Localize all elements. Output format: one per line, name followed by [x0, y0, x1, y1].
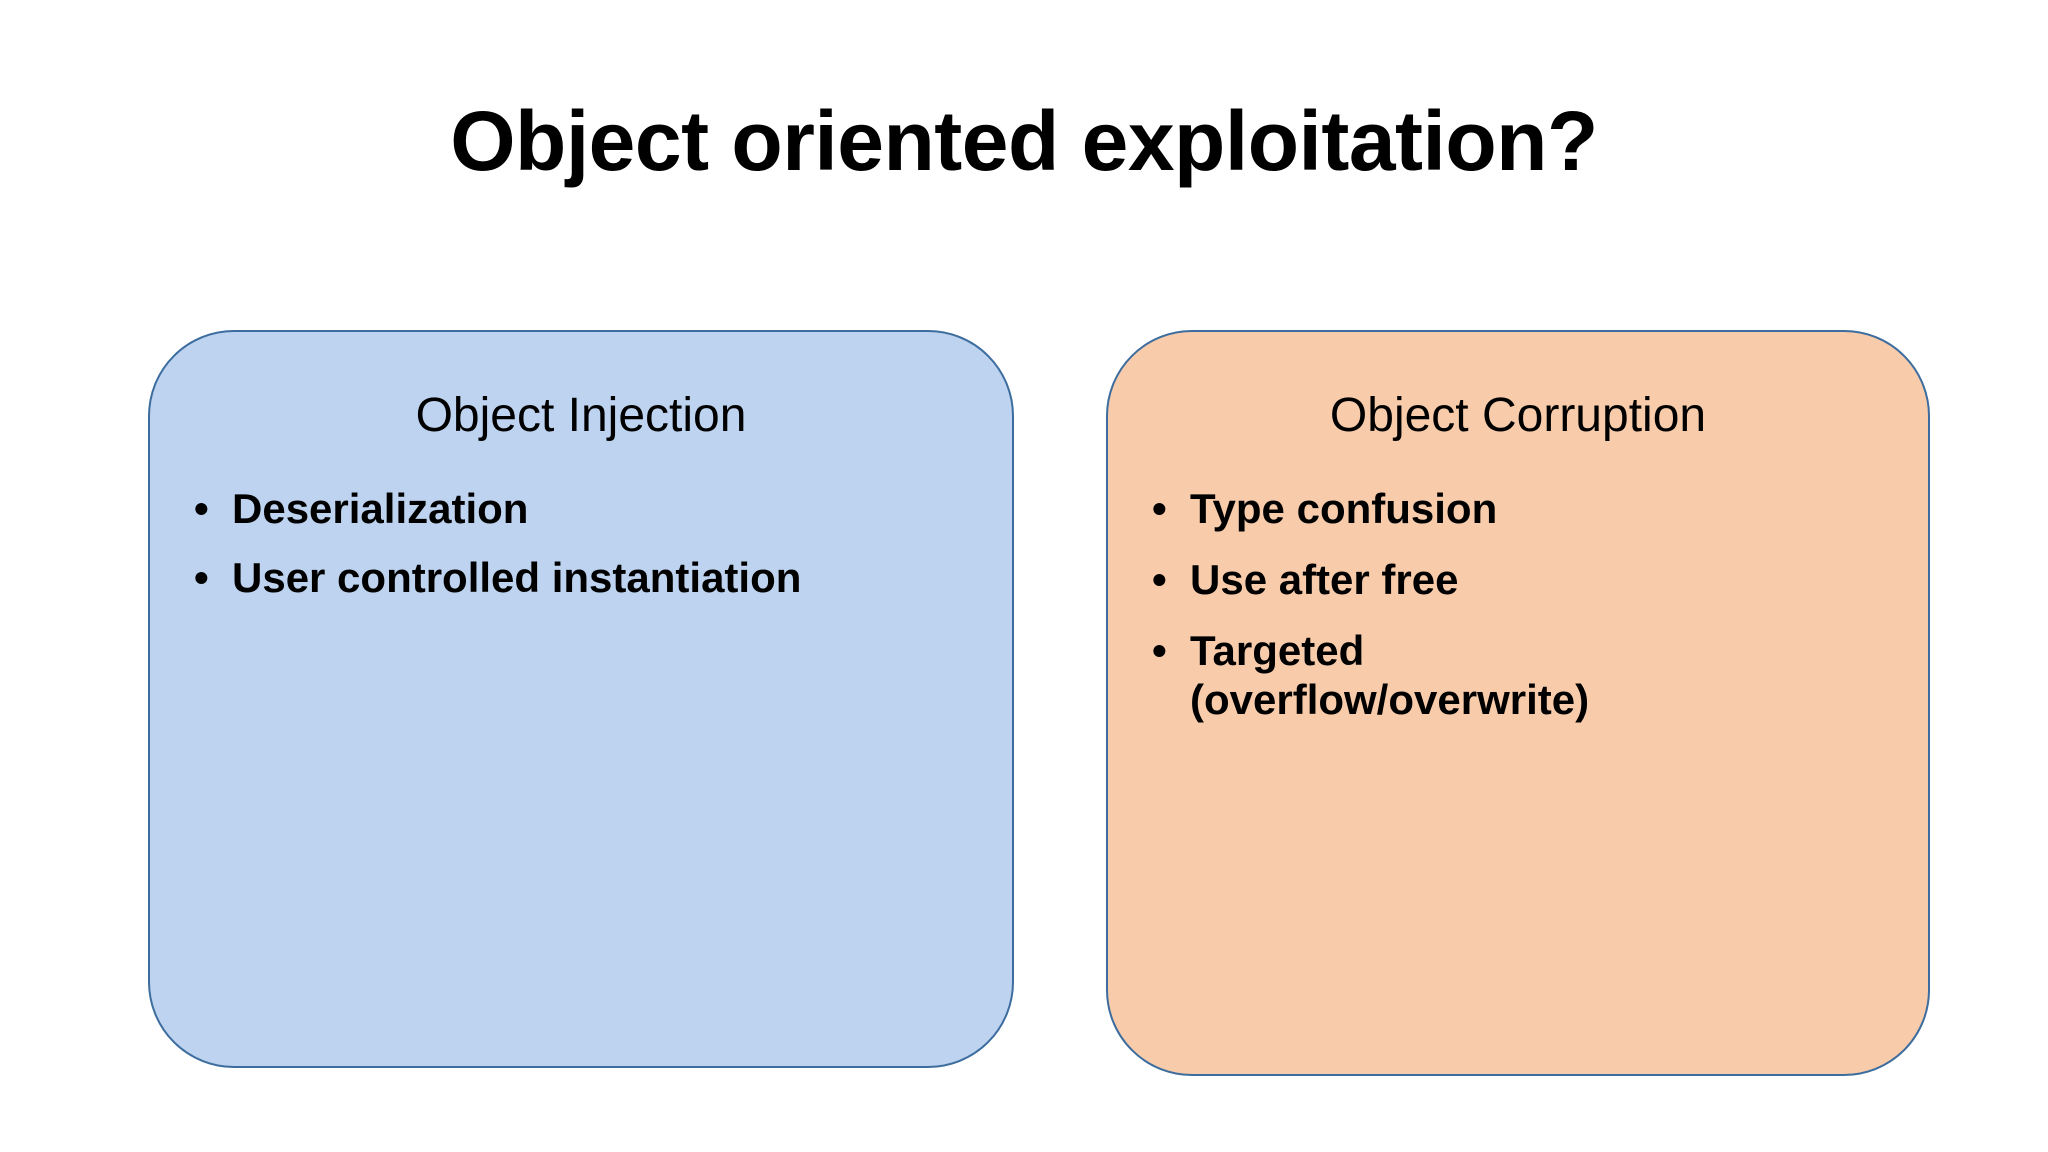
list-item: • Targeted (overflow/overwrite): [1152, 626, 1898, 724]
list-item-label: Targeted (overflow/overwrite): [1190, 627, 1590, 724]
bullet-marker-icon: •: [194, 485, 209, 532]
bullet-marker-icon: •: [1152, 485, 1167, 532]
panel-object-injection[interactable]: Object Injection • Deserialization • Use…: [148, 330, 1014, 1068]
panel-object-injection-header: Object Injection: [415, 389, 747, 442]
list-item: • Type confusion: [1152, 484, 1898, 533]
list-item: • User controlled instantiation: [194, 553, 982, 602]
list-item: • Deserialization: [194, 484, 982, 533]
panel-object-corruption-header: Object Corruption: [1329, 389, 1707, 442]
list-item-label: User controlled instantiation: [232, 554, 802, 602]
panel-object-injection-bullet-list: • Deserialization • User controlled inst…: [194, 484, 982, 622]
panel-object-corruption-bullet-list: • Type confusion • Use after free • Targ…: [1152, 484, 1898, 747]
list-item-label: Type confusion: [1190, 485, 1498, 532]
slide-title: Object oriented exploitation?: [450, 94, 1598, 188]
panel-object-corruption[interactable]: Object Corruption • Type confusion • Use…: [1106, 330, 1930, 1076]
list-item-label: Deserialization: [232, 485, 529, 532]
bullet-marker-icon: •: [194, 554, 209, 602]
list-item: • Use after free: [1152, 555, 1898, 604]
list-item-label: Use after free: [1190, 556, 1459, 604]
bullet-marker-icon: •: [1152, 556, 1167, 604]
bullet-marker-icon: •: [1152, 627, 1167, 675]
